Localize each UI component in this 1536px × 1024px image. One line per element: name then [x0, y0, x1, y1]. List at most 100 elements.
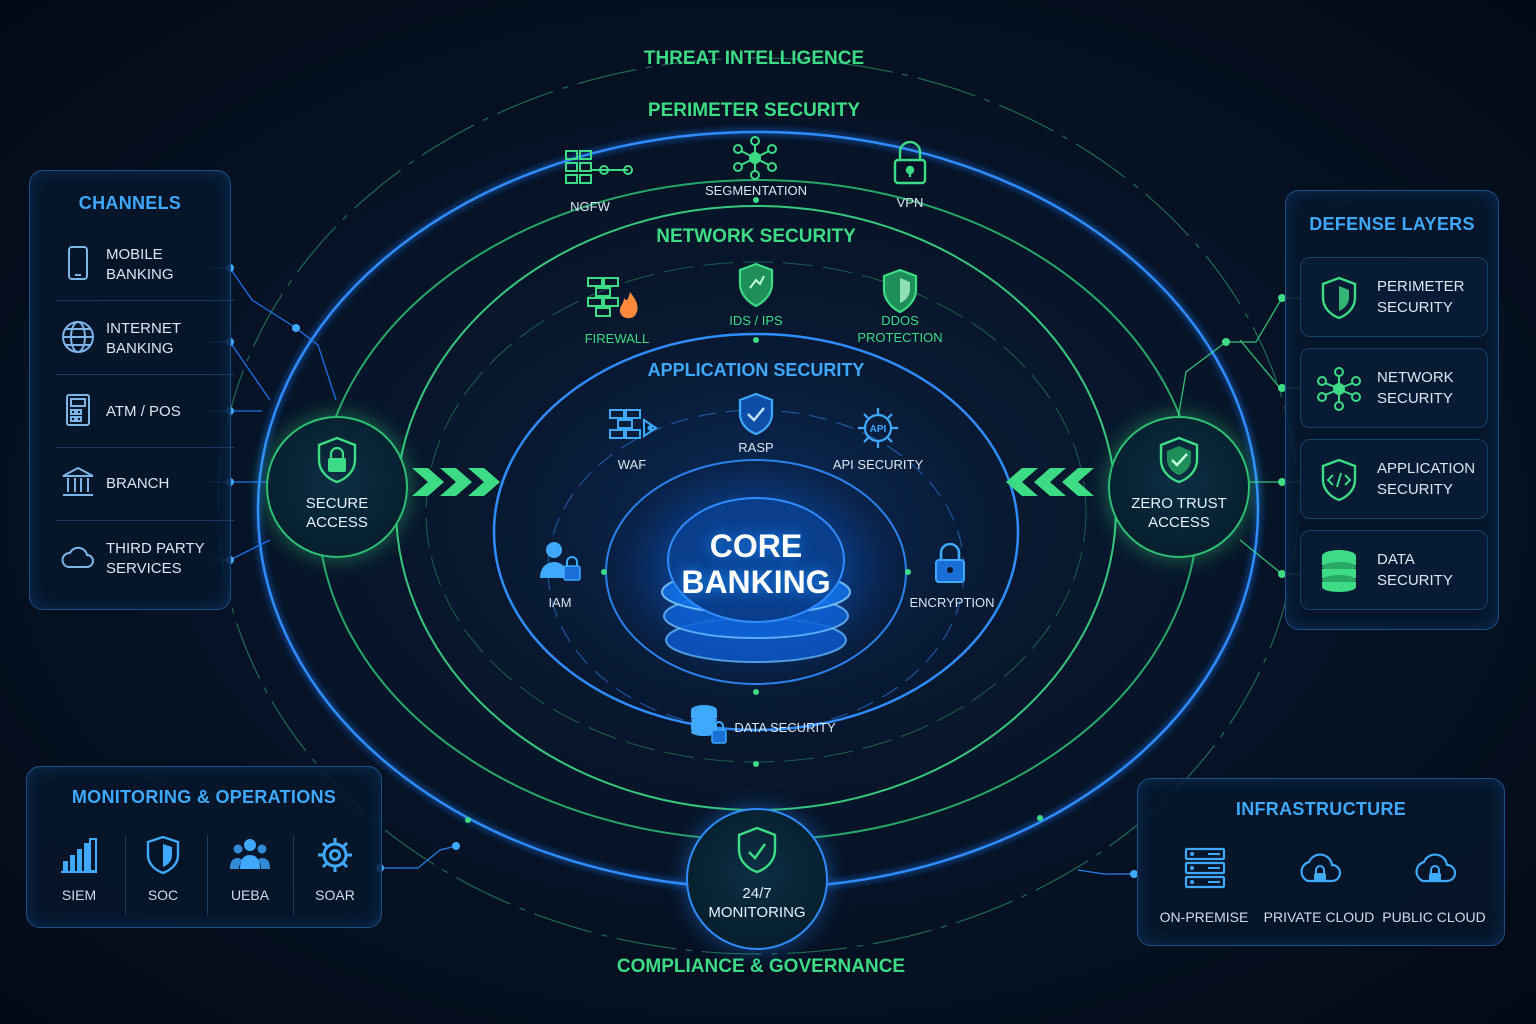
infrastructure-title: INFRASTRUCTURE	[1235, 799, 1407, 819]
ddos-shield-icon	[882, 268, 918, 314]
infra-public-cloud[interactable]: PUBLIC CLOUD	[1374, 845, 1494, 935]
shield-lock-icon	[317, 436, 357, 484]
infra-private-cloud[interactable]: PRIVATE CLOUD	[1259, 845, 1379, 935]
network-security-label: NETWORK SECURITY	[656, 226, 856, 247]
secure-access-label: SECURE ACCESS	[305, 495, 369, 531]
defense-data-security[interactable]: DATA SECURITY	[1300, 530, 1488, 610]
firewall-icon	[587, 277, 638, 319]
api-gear-icon: API	[858, 408, 898, 448]
api-security-label: API SECURITY	[832, 457, 924, 472]
data-security-label: DATA SECURITY	[734, 720, 836, 735]
rasp-shield-icon	[738, 392, 774, 436]
ngfw-icon	[565, 150, 633, 184]
atm-icon	[66, 394, 90, 426]
infra-label: PRIVATE CLOUD	[1263, 909, 1375, 925]
core-top	[667, 497, 845, 623]
chevrons-right	[1006, 468, 1094, 496]
shield-icon	[1321, 276, 1357, 320]
core-banking: CORE BANKING	[656, 528, 856, 608]
monitoring-label: SOAR	[315, 887, 355, 903]
shield-icon	[146, 835, 180, 875]
code-shield-icon	[1321, 458, 1357, 502]
defense-nodes	[1222, 294, 1286, 578]
monitoring-operations-title: MONITORING & OPERATIONS	[71, 787, 337, 807]
channels-title: CHANNELS	[78, 193, 182, 213]
monitoring-soar[interactable]: SOAR	[295, 835, 375, 915]
cloud-icon	[61, 546, 94, 568]
data-security-db-icon	[691, 705, 727, 744]
channel-label: INTERNET BANKING	[106, 320, 181, 357]
defense-label: DATA SECURITY	[1377, 551, 1453, 589]
monitoring-label: SIEM	[61, 887, 97, 903]
bank-icon	[62, 466, 94, 496]
channel-label: MOBILE BANKING	[106, 246, 174, 283]
vpn-label: VPN	[896, 195, 924, 210]
zero-trust-label: ZERO TRUST ACCESS	[1131, 495, 1227, 531]
divider	[56, 300, 234, 301]
segmentation-icon	[733, 136, 777, 180]
defense-layers-panel: DEFENSE LAYERS PERIMETER SECURITY NETWOR…	[1285, 190, 1499, 630]
monitoring-ueba[interactable]: UEBA	[210, 835, 290, 915]
compliance-governance-label: COMPLIANCE & GOVERNANCE	[616, 956, 906, 977]
firewall-label: FIREWALL	[584, 331, 650, 346]
channel-label: ATM / POS	[106, 403, 181, 420]
secure-access-hub: SECURE ACCESS	[266, 416, 408, 558]
divider	[125, 835, 126, 915]
vpn-lock-icon	[893, 140, 927, 185]
channel-third-party[interactable]: THIRD PARTY SERVICES	[56, 533, 236, 585]
ngfw-label: NGFW	[570, 199, 610, 214]
defense-network-security[interactable]: NETWORK SECURITY	[1300, 348, 1488, 428]
defense-layers-title: DEFENSE LAYERS	[1309, 214, 1475, 234]
defense-label: NETWORK SECURITY	[1377, 369, 1454, 407]
cloud-lock-icon	[1415, 853, 1457, 883]
server-icon	[1184, 847, 1226, 889]
database-icon	[1322, 550, 1356, 592]
users-icon	[230, 839, 270, 869]
smartphone-icon	[68, 246, 88, 280]
monitoring-operations-panel: MONITORING & OPERATIONS SIEM SOC UEBA SO…	[26, 766, 382, 928]
bar-chart-icon	[61, 838, 97, 873]
gear-icon	[318, 838, 352, 872]
infra-label: PUBLIC CLOUD	[1382, 909, 1486, 925]
iam-label: IAM	[548, 595, 572, 610]
channel-branch[interactable]: BRANCH	[56, 458, 236, 510]
defense-application-security[interactable]: APPLICATION SECURITY	[1300, 439, 1488, 519]
divider	[56, 374, 234, 375]
chevrons-left	[412, 468, 500, 496]
channel-internet-banking[interactable]: INTERNET BANKING	[56, 313, 236, 365]
infra-label: ON-PREMISE	[1159, 909, 1249, 925]
rasp-label: RASP	[738, 440, 774, 455]
shield-check-icon	[1159, 436, 1199, 484]
shield-monitor-icon	[737, 826, 777, 874]
channel-label: THIRD PARTY SERVICES	[106, 540, 205, 577]
monitoring-soc[interactable]: SOC	[123, 835, 203, 915]
ring-dots	[465, 197, 1043, 823]
infra-on-premise[interactable]: ON-PREMISE	[1144, 845, 1264, 935]
iam-user-lock-icon	[540, 542, 581, 581]
waf-label: WAF	[617, 457, 647, 472]
monitoring-hub: 24/7 MONITORING	[686, 808, 828, 950]
zero-trust-hub: ZERO TRUST ACCESS	[1108, 416, 1250, 558]
defense-label: APPLICATION SECURITY	[1377, 460, 1476, 498]
svg-text:API: API	[870, 424, 887, 435]
channel-label: BRANCH	[106, 475, 170, 492]
monitoring-siem[interactable]: SIEM	[39, 835, 119, 915]
globe-icon	[62, 321, 94, 353]
waf-icon	[609, 409, 658, 439]
ddos-label: DDOS PROTECTION	[857, 313, 943, 345]
encryption-label: ENCRYPTION	[909, 595, 995, 610]
encryption-lock-icon	[935, 542, 965, 583]
monitoring-label: SOC	[147, 887, 179, 903]
defense-perimeter-security[interactable]: PERIMETER SECURITY	[1300, 257, 1488, 337]
perimeter-security-label: PERIMETER SECURITY	[647, 100, 861, 121]
infrastructure-panel: INFRASTRUCTURE ON-PREMISE PRIVATE CLOUD …	[1137, 778, 1505, 946]
cloud-lock-icon	[1300, 853, 1342, 883]
divider	[293, 835, 294, 915]
divider	[56, 520, 234, 521]
threat-intelligence-label: THREAT INTELLIGENCE	[643, 48, 865, 69]
channels-panel: CHANNELS MOBILE BANKING INTERNET BANKING…	[29, 170, 234, 610]
channel-mobile-banking[interactable]: MOBILE BANKING	[56, 239, 236, 291]
network-icon	[1317, 367, 1361, 411]
channel-atm-pos[interactable]: ATM / POS	[56, 386, 236, 438]
